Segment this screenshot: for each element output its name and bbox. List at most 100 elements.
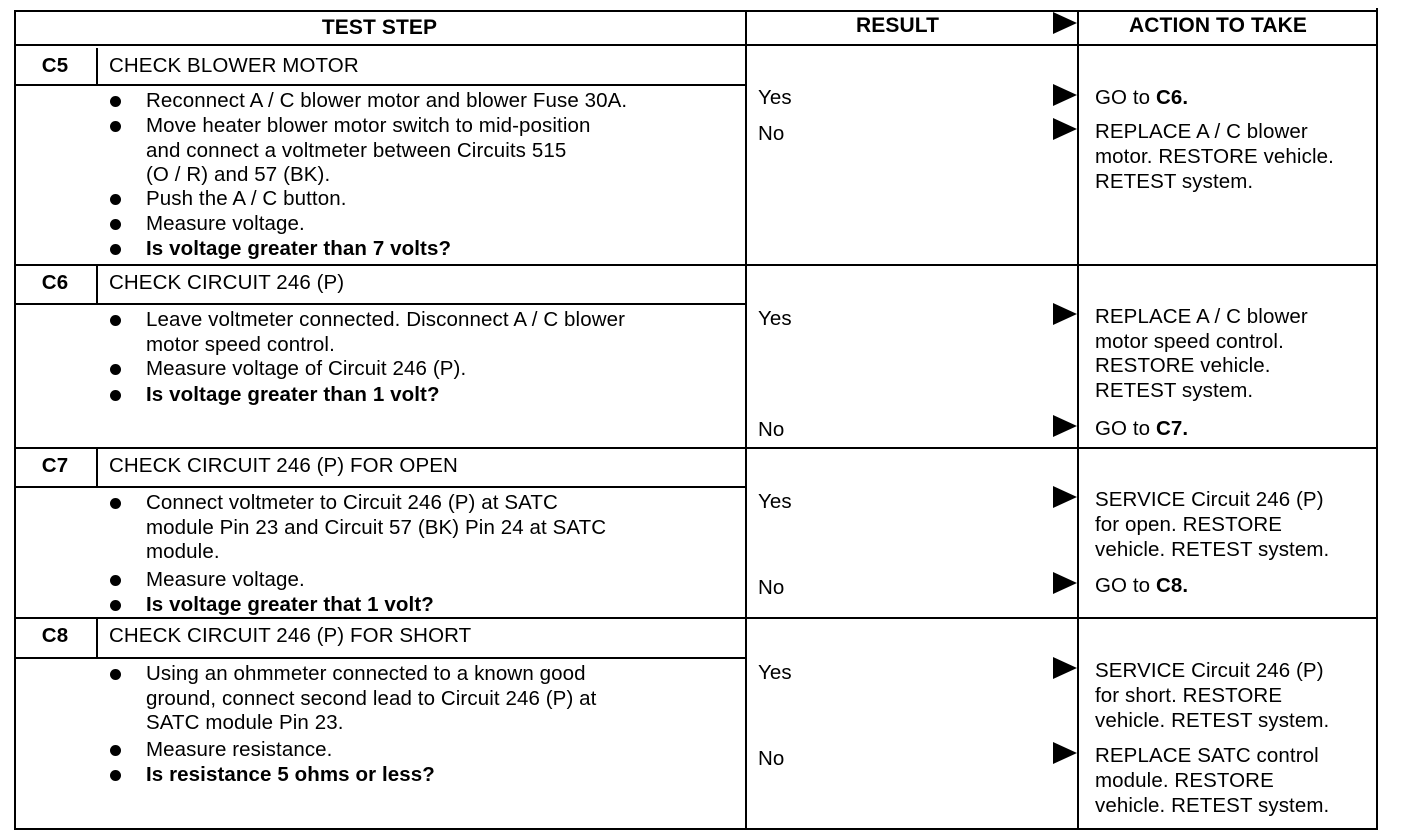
table-border-top: [14, 10, 1378, 12]
step-reference: C6.: [1155, 86, 1189, 109]
bullet-icon: [110, 96, 121, 107]
bullet-icon: [110, 315, 121, 326]
bullet-icon: [110, 498, 121, 509]
result-arrow-icon: [1053, 303, 1077, 325]
title-underline: [14, 303, 747, 305]
step-instruction-line: and connect a voltmeter between Circuits…: [146, 138, 567, 162]
result-arrow-icon: [1053, 572, 1077, 594]
result-no: No: [758, 576, 785, 599]
step-code: C8: [41, 624, 69, 647]
result-arrow-icon: [1053, 415, 1077, 437]
result-arrow-icon: [1053, 84, 1077, 106]
result-yes: Yes: [758, 490, 792, 513]
step-title: CHECK CIRCUIT 246 (P) FOR OPEN: [109, 454, 458, 477]
result-arrow-icon: [1053, 657, 1077, 679]
action-line: REPLACE SATC control: [1095, 744, 1319, 767]
step-reference: C7.: [1155, 417, 1189, 440]
step-title: CHECK CIRCUIT 246 (P) FOR SHORT: [109, 624, 472, 647]
result-arrow-icon: [1053, 118, 1077, 140]
action-line: REPLACE A / C blower: [1095, 305, 1308, 328]
header-action: ACTION TO TAKE: [1129, 14, 1307, 37]
column-divider-result: [745, 10, 747, 830]
bullet-icon: [110, 600, 121, 611]
action-line: vehicle. RETEST system.: [1095, 794, 1330, 817]
action-line: SERVICE Circuit 246 (P): [1095, 488, 1324, 511]
step-instruction-line: Connect voltmeter to Circuit 246 (P) at …: [146, 491, 558, 514]
step-instruction-line: Move heater blower motor switch to mid-p…: [146, 114, 591, 137]
title-underline: [14, 84, 747, 86]
step-instruction-line: Reconnect A / C blower motor and blower …: [146, 89, 628, 112]
header-test-step: TEST STEP: [321, 16, 438, 39]
step-instruction-line: module Pin 23 and Circuit 57 (BK) Pin 24…: [146, 515, 607, 539]
header-arrow-icon: [1053, 12, 1077, 34]
action-line: RETEST system.: [1095, 170, 1254, 193]
bullet-icon: [110, 745, 121, 756]
action-line: for short. RESTORE: [1095, 684, 1283, 707]
bullet-icon: [110, 575, 121, 586]
bullet-icon: [110, 194, 121, 205]
bullet-icon: [110, 219, 121, 230]
bullet-icon: [110, 244, 121, 255]
step-instruction-line: ground, connect second lead to Circuit 2…: [146, 686, 597, 710]
result-yes: Yes: [758, 86, 792, 109]
code-divider: [96, 265, 98, 303]
header-divider: [14, 44, 1378, 46]
step-instruction-line: Measure voltage.: [146, 212, 305, 235]
row-divider: [14, 264, 1378, 266]
code-divider: [96, 48, 98, 84]
result-no: No: [758, 747, 785, 770]
action-line: GO to C8.: [1095, 574, 1189, 597]
header-result: RESULT: [855, 14, 940, 37]
step-instruction-line: Measure resistance.: [146, 738, 333, 761]
action-line: RESTORE vehicle.: [1095, 354, 1271, 377]
action-line: REPLACE A / C blower: [1095, 120, 1308, 143]
step-instruction-line: Using an ohmmeter connected to a known g…: [146, 662, 586, 685]
action-line: module. RESTORE: [1095, 769, 1274, 792]
action-line: vehicle. RETEST system.: [1095, 709, 1330, 732]
step-code: C5: [41, 54, 69, 77]
action-line: SERVICE Circuit 246 (P): [1095, 659, 1324, 682]
table-border-right: [1376, 8, 1378, 830]
action-line: GO to C7.: [1095, 417, 1189, 440]
row-divider: [14, 447, 1378, 449]
step-instruction-line: Leave voltmeter connected. Disconnect A …: [146, 308, 626, 331]
code-divider: [96, 618, 98, 657]
step-title: CHECK CIRCUIT 246 (P): [109, 271, 345, 294]
table-border-left: [14, 10, 16, 830]
title-underline: [14, 657, 747, 659]
result-arrow-icon: [1053, 742, 1077, 764]
code-divider: [96, 448, 98, 486]
result-arrow-icon: [1053, 486, 1077, 508]
action-line: motor. RESTORE vehicle.: [1095, 145, 1334, 168]
step-instruction-line: Is voltage greater than 7 volts?: [146, 237, 452, 260]
table-border-bottom: [14, 828, 1378, 830]
step-instruction-line: (O / R) and 57 (BK).: [146, 163, 331, 186]
step-instruction-line: Is voltage greater that 1 volt?: [146, 593, 434, 616]
title-underline: [14, 486, 747, 488]
step-instruction-line: Measure voltage of Circuit 246 (P).: [146, 357, 467, 380]
column-divider-action: [1077, 10, 1079, 830]
bullet-icon: [110, 121, 121, 132]
action-line: RETEST system.: [1095, 379, 1254, 402]
bullet-icon: [110, 390, 121, 401]
bullet-icon: [110, 364, 121, 375]
step-reference: C8.: [1155, 574, 1189, 597]
step-title: CHECK BLOWER MOTOR: [109, 54, 359, 77]
result-yes: Yes: [758, 661, 792, 684]
step-code: C7: [41, 454, 69, 477]
step-instruction-line: Is voltage greater than 1 volt?: [146, 383, 440, 406]
result-no: No: [758, 122, 785, 145]
result-yes: Yes: [758, 307, 792, 330]
action-line: motor speed control.: [1095, 330, 1284, 353]
row-divider: [14, 617, 1378, 619]
step-instruction-line: motor speed control.: [146, 332, 335, 356]
step-instruction-line: SATC module Pin 23.: [146, 711, 344, 734]
action-line: for open. RESTORE: [1095, 513, 1283, 536]
step-code: C6: [41, 271, 69, 294]
result-no: No: [758, 418, 785, 441]
step-instruction-line: Is resistance 5 ohms or less?: [146, 763, 435, 786]
bullet-icon: [110, 770, 121, 781]
action-line: GO to C6.: [1095, 86, 1189, 109]
step-instruction-line: Measure voltage.: [146, 568, 305, 591]
